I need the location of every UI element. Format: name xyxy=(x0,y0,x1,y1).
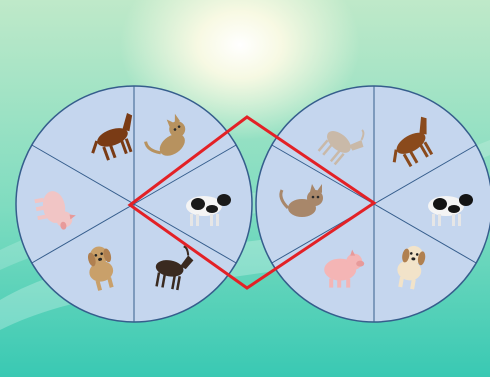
left-wheel xyxy=(16,86,252,322)
